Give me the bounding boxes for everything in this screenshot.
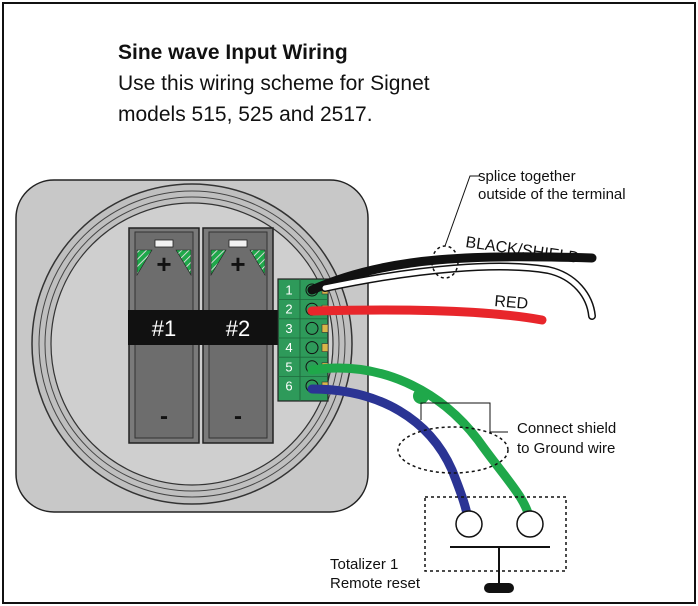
- diagram-title: Sine wave Input Wiring: [118, 41, 348, 64]
- battery-1-minus: -: [160, 403, 168, 430]
- splice-note-line2: outside of the terminal: [478, 186, 626, 203]
- terminal-number-3: 3: [285, 321, 292, 336]
- housing-ring-3: [44, 196, 340, 492]
- terminal-4: 4: [278, 337, 329, 355]
- totalizer-label-line2: Remote reset: [330, 575, 421, 592]
- diagram-subtitle-line1: Use this wiring scheme for Signet: [118, 72, 430, 95]
- totalizer-terminal-left: [455, 510, 483, 538]
- wires: [307, 252, 597, 529]
- battery-2-label: #2: [226, 316, 250, 341]
- battery-2-minus: -: [234, 403, 242, 430]
- terminal-number-5: 5: [285, 359, 292, 374]
- label-red-group: RED: [494, 293, 529, 313]
- wire-green: [307, 363, 535, 527]
- terminal-block: 1 2 3 4 5 6: [277, 278, 329, 402]
- shield-junction-dot: [413, 388, 429, 404]
- battery-2-plus: +: [230, 249, 245, 279]
- battery-1-plus: +: [156, 249, 171, 279]
- battery-label-band: [128, 310, 278, 345]
- label-red: RED: [494, 293, 529, 313]
- housing-ring-2: [38, 190, 346, 498]
- terminal-number-2: 2: [285, 302, 292, 317]
- wire-blue: [307, 384, 474, 529]
- shield-ground-ellipse: [397, 426, 509, 474]
- wire-black: [307, 252, 597, 295]
- terminal-number-6: 6: [285, 379, 292, 394]
- battery-1-label: #1: [152, 316, 176, 341]
- totalizer-label-line1: Totalizer 1: [330, 556, 398, 573]
- shield-ground-leader: [420, 402, 508, 433]
- splice-leader: [444, 175, 480, 247]
- terminal-number-4: 4: [285, 340, 292, 355]
- wire-red: [307, 305, 547, 325]
- splice-note-line1: splice together: [478, 168, 576, 185]
- shield-note-line2: to Ground wire: [517, 440, 615, 457]
- terminal-number-1: 1: [285, 283, 292, 298]
- wire-shield: [322, 264, 595, 319]
- totalizer-terminal-right: [516, 510, 544, 538]
- terminal-3: 3: [278, 318, 329, 336]
- terminal-screw-3: [305, 321, 319, 335]
- totalizer-box: [424, 496, 567, 572]
- terminal-screw-4: [305, 341, 319, 355]
- totalizer-switch-button: [484, 583, 514, 593]
- diagram-subtitle-line2: models 515, 525 and 2517.: [118, 103, 373, 126]
- shield-note-line1: Connect shield: [517, 420, 616, 437]
